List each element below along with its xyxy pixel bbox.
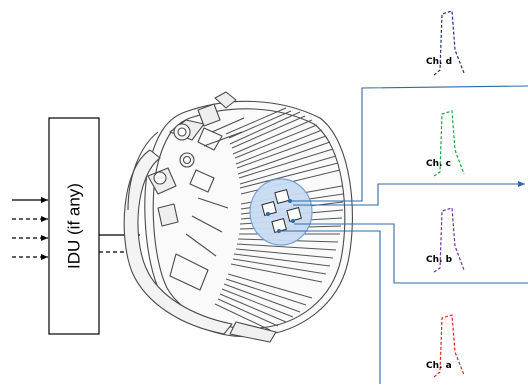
channel-c-spectrum: Ch. c	[426, 110, 465, 177]
output-line-ch-c	[293, 181, 525, 206]
channel-a-spectrum: Ch. a	[426, 314, 465, 378]
device-front-ring	[123, 149, 233, 335]
spectrum-pulse	[433, 110, 465, 177]
channel-label: Ch. a	[426, 361, 452, 371]
channel-output-lines	[280, 85, 528, 384]
channel-b-spectrum: Ch. b	[426, 207, 465, 273]
spectrum-pulse	[433, 314, 465, 378]
spectrum-pulse	[433, 207, 465, 273]
idu-label: IDU (if any)	[65, 183, 84, 269]
channel-label: Ch. b	[426, 255, 453, 265]
channel-spectra: Ch. d Ch. c Ch. b Ch. a	[426, 10, 465, 378]
output-line-ch-d	[291, 85, 528, 202]
channel-d-spectrum: Ch. d	[426, 10, 465, 76]
idu-input-arrows	[12, 197, 48, 260]
outdoor-unit-device	[123, 91, 353, 343]
connector-port	[286, 207, 302, 222]
connector-highlight	[249, 178, 313, 246]
channel-label: Ch. d	[426, 57, 452, 67]
spectrum-pulse	[433, 10, 465, 76]
connector-port	[274, 189, 290, 204]
connector-port	[261, 201, 277, 216]
output-line-ch-a	[280, 230, 381, 384]
output-line-ch-b	[294, 223, 528, 284]
idu-box: IDU (if any)	[48, 117, 100, 335]
channel-label: Ch. c	[426, 159, 451, 169]
